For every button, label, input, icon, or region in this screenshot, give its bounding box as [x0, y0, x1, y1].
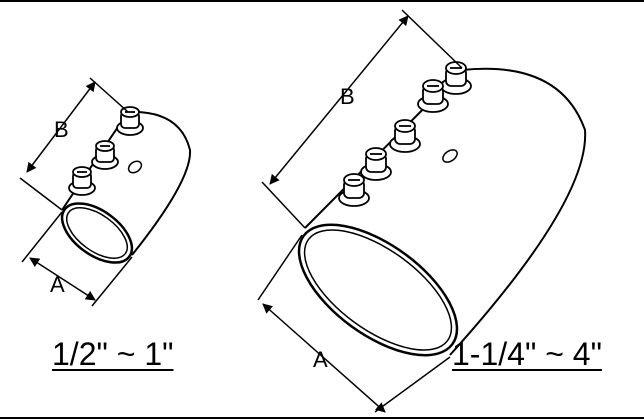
small-dimension-a — [21, 211, 133, 307]
large-label-b: B — [340, 84, 355, 109]
large-dimension-b — [261, 9, 463, 229]
small-label-a: A — [50, 272, 65, 297]
small-size-range: 1/2" ~ 1" — [52, 336, 174, 372]
small-label-b: B — [54, 117, 69, 142]
top-border — [0, 0, 644, 2]
small-coupling-body — [60, 110, 192, 264]
large-size-range: 1-1/4" ~ 4" — [452, 336, 602, 372]
large-label-a: A — [313, 347, 328, 372]
large-dimension-a — [257, 234, 451, 413]
small-dimension-b — [19, 77, 129, 211]
bottom-border — [0, 417, 644, 419]
large-coupling-body — [297, 67, 587, 357]
